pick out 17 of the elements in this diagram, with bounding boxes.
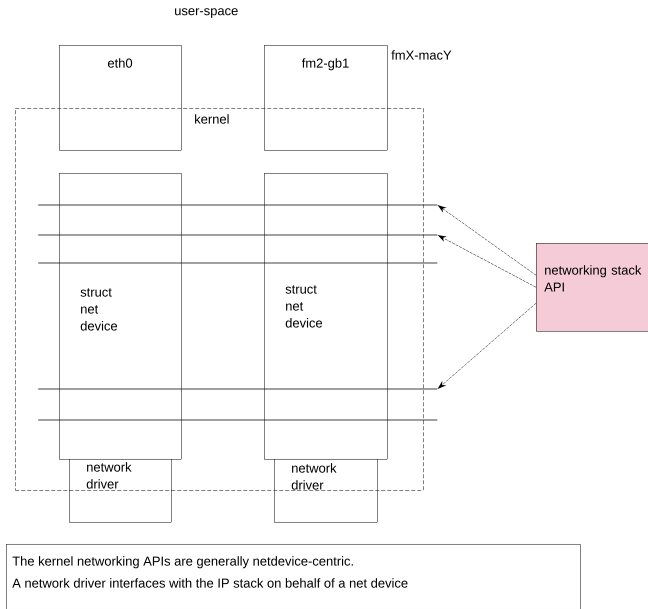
interface-box: fm2-gb1 fmX-macY [264, 45, 452, 150]
rule-line [38, 204, 438, 206]
arrow [438, 205, 536, 276]
driver-box: network driver [69, 459, 172, 522]
rule-line [38, 388, 438, 390]
arrow [438, 235, 536, 288]
api-box: networking stack API [536, 243, 648, 332]
arrow [438, 303, 536, 389]
note-box: The kernel networking APIs are generally netdevice-centric. A network driver interfaces with the IP stack on behalf of a net device [6, 544, 580, 609]
region-label: user-space [175, 8, 238, 18]
interface-box: eth0 [59, 45, 182, 150]
rule-line [38, 262, 438, 264]
rule-line [38, 234, 438, 236]
net-device-box: struct net device [59, 173, 182, 460]
net-device-box: struct net device [264, 173, 388, 460]
node-label: fmX-macY [391, 50, 452, 60]
driver-box: network driver [274, 459, 378, 522]
